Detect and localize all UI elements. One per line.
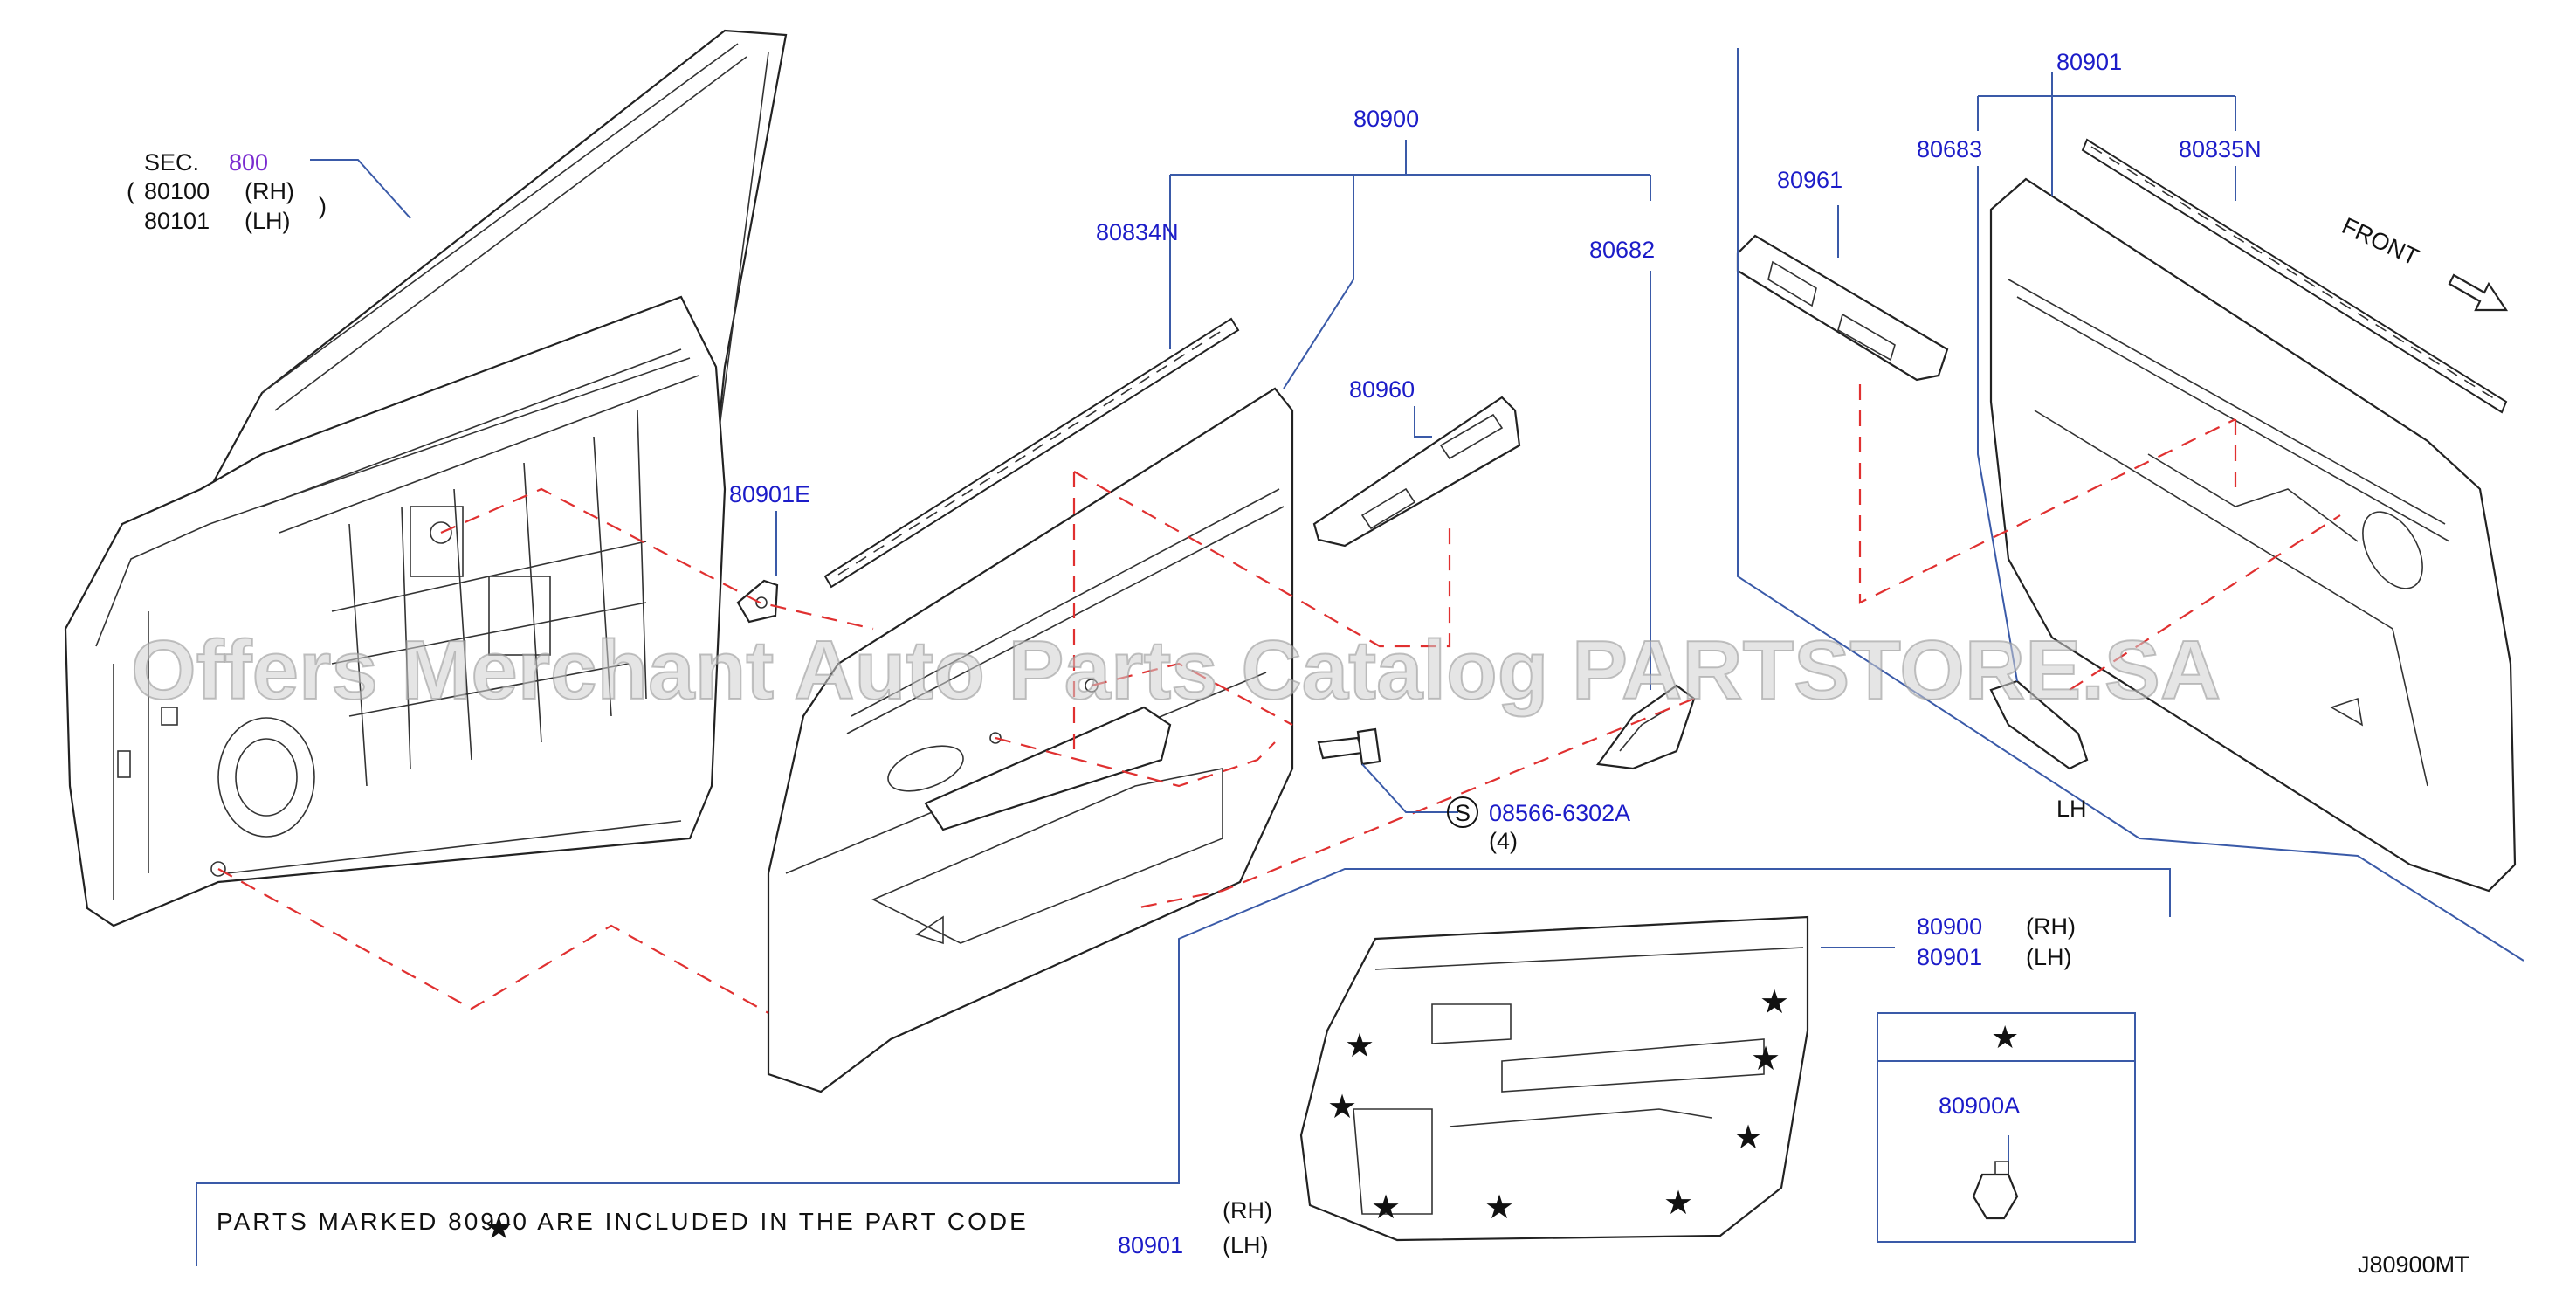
watermark: Offers Merchant Auto Parts Catalog PARTS… — [131, 624, 2221, 717]
inset-trim-panel-drawing — [1299, 915, 1809, 1242]
inset-lh-side: (LH) — [2026, 944, 2072, 970]
front-arrow-icon — [2448, 273, 2509, 312]
note-lh-side: (LH) — [1223, 1232, 1269, 1258]
inset-lh-code: 80901 — [1917, 944, 1982, 970]
star-icon: ★ — [1663, 1185, 1693, 1222]
section-lh-side: (LH) — [245, 208, 291, 234]
label-80901e: 80901E — [729, 481, 810, 507]
paren-open: ( — [127, 178, 134, 204]
star-icon: ★ — [1371, 1189, 1401, 1226]
switch-panel-80961-drawing — [1736, 234, 1949, 382]
label-front: FRONT — [2338, 212, 2422, 270]
diagram-id: J80900MT — [2358, 1251, 2469, 1278]
window-weatherstrip-80835n — [2081, 138, 2508, 414]
screw-symbol: S — [1455, 800, 1471, 826]
switch-panel-80960-drawing — [1312, 396, 1521, 548]
label-80901: 80901 — [2056, 49, 2122, 75]
label-80682: 80682 — [1589, 237, 1655, 263]
star-icon: ★ — [1345, 1028, 1374, 1065]
labels: SEC. 800 ( 80100 (RH) 80101 (LH) ) 80900… — [127, 49, 2469, 1278]
note-rh-side: (RH) — [1223, 1197, 1272, 1224]
clip-80900a-box: ★ — [1877, 1012, 2136, 1243]
section-rh-code: 80100 — [144, 178, 210, 204]
screw-symbol-circle — [1447, 796, 1478, 828]
label-80900a: 80900A — [1939, 1093, 2020, 1119]
screw-08566-6302a-drawing — [1317, 727, 1381, 766]
leader-lines — [196, 48, 2524, 1266]
star-icon: ★ — [1484, 1189, 1514, 1226]
note-star-icon: ★ — [485, 1210, 513, 1245]
label-80683: 80683 — [1917, 136, 1982, 162]
label-80835n: 80835N — [2179, 136, 2262, 162]
star-icon: ★ — [1733, 1120, 1763, 1156]
inset-rh-side: (RH) — [2026, 913, 2076, 940]
inset-star-markers: ★ ★ ★ ★ ★ ★ ★ ★ — [1327, 984, 1789, 1226]
label-80834n: 80834N — [1096, 219, 1179, 245]
note-text: PARTS MARKED 80900 ARE INCLUDED IN THE P… — [217, 1208, 1029, 1235]
note-lh-code: 80901 — [1118, 1232, 1183, 1258]
door-shell-drawing — [64, 29, 788, 927]
paren-close: ) — [319, 193, 327, 219]
label-screw-code: 08566-6302A — [1489, 800, 1630, 826]
label-screw-qty: (4) — [1489, 828, 1518, 854]
star-icon: ★ — [1991, 1019, 2019, 1055]
label-80961: 80961 — [1777, 167, 1842, 193]
section-prefix: SEC. — [144, 149, 199, 176]
star-icon: ★ — [1327, 1089, 1357, 1126]
star-icon: ★ — [1751, 1041, 1780, 1078]
clip-80900a-drawing — [1972, 1173, 2019, 1220]
section-lh-code: 80101 — [144, 208, 210, 234]
label-80960: 80960 — [1349, 376, 1415, 403]
assembly-dashed-lines — [217, 384, 2341, 1014]
door-trim-panel-lh — [1989, 177, 2517, 893]
inset-rh-code: 80900 — [1917, 913, 1982, 940]
door-trim-panel-rh — [767, 387, 1294, 1093]
label-lh: LH — [2056, 796, 2087, 822]
section-rh-side: (RH) — [245, 178, 294, 204]
window-weatherstrip-80834n — [823, 317, 1240, 589]
star-icon: ★ — [1760, 984, 1789, 1021]
label-80900: 80900 — [1353, 106, 1419, 132]
section-number: 800 — [229, 149, 268, 176]
